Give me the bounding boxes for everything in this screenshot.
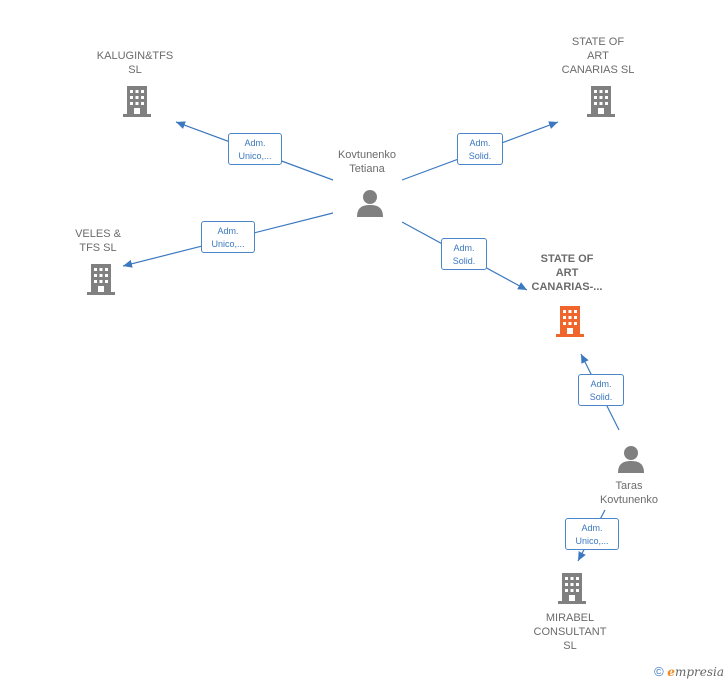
building-icon[interactable] [85, 262, 117, 296]
building-icon[interactable] [585, 84, 617, 118]
edge-badge-kalugin[interactable]: Adm. Unico,... [228, 133, 282, 165]
edge-badge-state-art-main[interactable]: Adm. Solid. [441, 238, 487, 270]
building-icon[interactable] [554, 304, 586, 338]
edge-badge-veles[interactable]: Adm. Unico,... [201, 221, 255, 253]
brand-logo: empresia [667, 665, 724, 679]
person-icon[interactable] [616, 444, 646, 474]
building-icon[interactable] [121, 84, 153, 118]
node-label-veles[interactable]: VELES & TFS SL [75, 228, 121, 254]
node-label-mirabel[interactable]: MIRABEL CONSULTANT SL [533, 612, 607, 652]
copyright-icon: © [654, 664, 664, 679]
edge-badge-mirabel[interactable]: Adm. Unico,... [565, 518, 619, 550]
node-label-kovtunenko-tetiana[interactable]: Kovtunenko Tetiana [337, 149, 397, 175]
building-icon[interactable] [556, 571, 588, 605]
node-label-kalugin[interactable]: KALUGIN&TFS SL [96, 50, 174, 76]
edge-badge-state-art-top[interactable]: Adm. Solid. [457, 133, 503, 165]
node-label-taras[interactable]: Taras Kovtunenko [599, 480, 659, 506]
footer-brand: © empresia [654, 664, 724, 679]
node-label-state-art-top[interactable]: STATE OF ART CANARIAS SL [561, 36, 635, 76]
edge-badge-taras-state[interactable]: Adm. Solid. [578, 374, 624, 406]
node-label-state-art-main[interactable]: STATE OF ART CANARIAS-... [531, 253, 603, 293]
person-icon[interactable] [355, 188, 385, 218]
